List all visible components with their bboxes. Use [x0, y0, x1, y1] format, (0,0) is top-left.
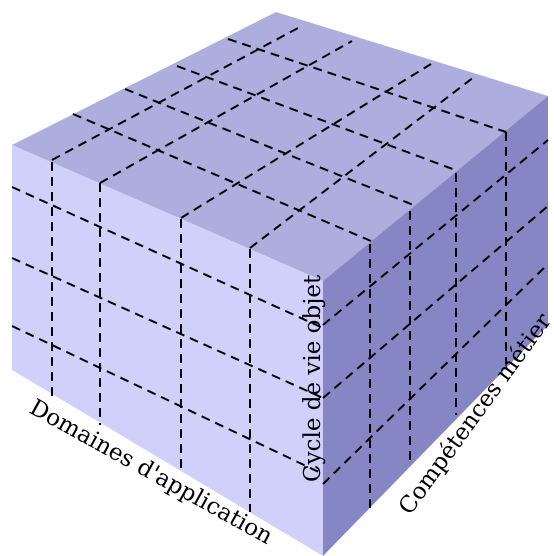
cube-right-face: [323, 96, 548, 556]
lifecycle-axis-label: Cycle de vie objet: [300, 274, 326, 482]
dashed-grid: [11, 27, 549, 512]
cube-top-face: [12, 12, 548, 281]
cube-left-face: [12, 145, 323, 556]
